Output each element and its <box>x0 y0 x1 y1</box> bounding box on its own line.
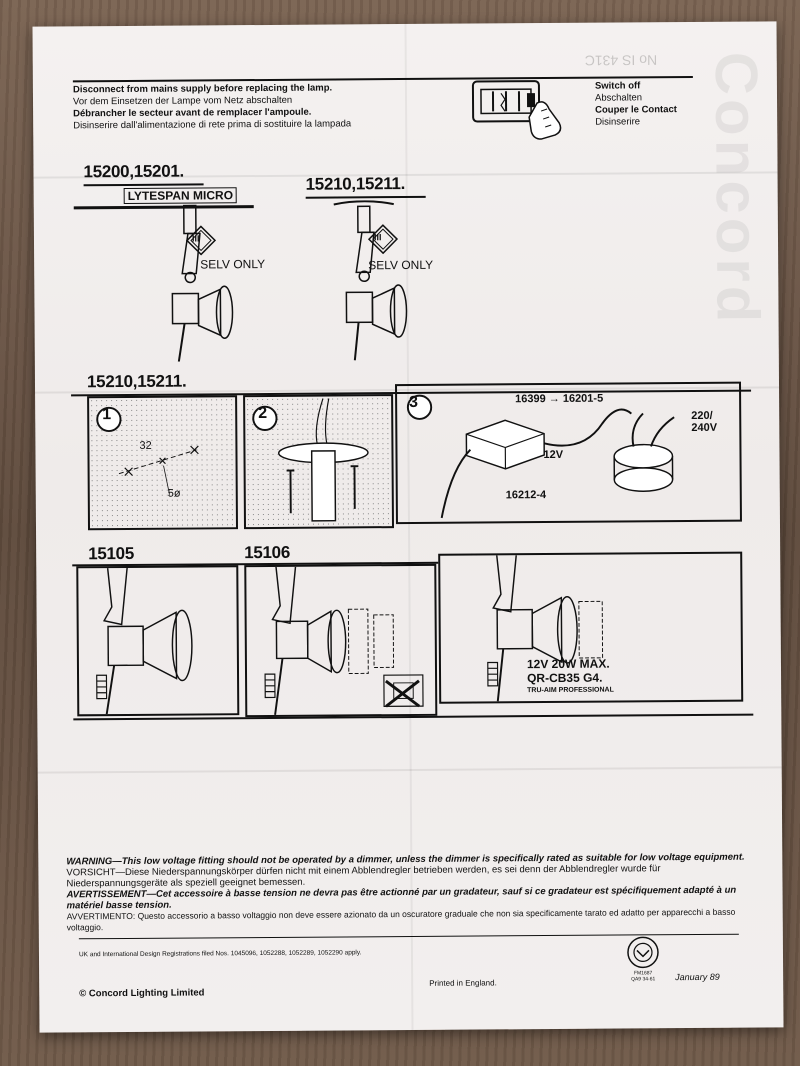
lamp-fitted-illustration <box>487 555 604 702</box>
disconnect-warning: Disconnect from mains supply before repl… <box>73 81 493 132</box>
switch-fr: Couper le Contact <box>595 104 677 116</box>
copyright: © Concord Lighting Limited <box>79 987 205 1000</box>
lamp-panel-1 <box>76 565 240 717</box>
step-1-number: 1 <box>102 406 112 424</box>
step-2-panel <box>243 394 395 530</box>
design-registrations: UK and International Design Registration… <box>78 949 362 959</box>
spotlight-track-illustration <box>171 204 234 362</box>
class-iii-symbol <box>185 225 217 256</box>
step-3-number: 3 <box>409 393 419 411</box>
step-1-panel <box>87 395 239 531</box>
switch-en: Switch off <box>594 80 641 92</box>
step-1-hole-size: 5ø <box>167 487 181 500</box>
lamp-spec-type: QR-CB35 G4. <box>527 670 603 686</box>
spotlight-ceiling-illustration <box>333 200 408 361</box>
lamp-panel-3 <box>438 551 744 704</box>
ghost-watermark-logo: Concord <box>702 51 772 327</box>
class-iii-label: III <box>191 233 200 244</box>
left-model-number: 15200,15201. <box>83 161 184 182</box>
switch-off-text: Switch off Abschalten Couper le Contact … <box>595 80 677 129</box>
left-model-rule <box>83 183 204 187</box>
lamp-model-b: 15106 <box>244 542 291 563</box>
install-model-number: 15210,15211. <box>86 371 187 392</box>
lamp-panel-2 <box>244 563 438 718</box>
mounting-screws-diagram <box>252 398 369 522</box>
disconnect-it: Disinserire dall'alimentazione di rete p… <box>73 118 352 132</box>
dimmer-warnings: WARNING—This low voltage fitting should … <box>66 852 747 934</box>
step-1-dimension: 32 <box>139 439 152 452</box>
lamp-spec-rating: 12V 20W MAX. <box>526 656 610 672</box>
transformer-part-numbers: 16399 → 16201-5 <box>515 392 604 406</box>
lamp-holder-illustration <box>96 567 193 715</box>
print-date: January 89 <box>675 971 720 983</box>
wiring-diagram <box>406 394 675 519</box>
class-iii-symbol <box>367 224 399 255</box>
step-2-number: 2 <box>258 404 268 423</box>
drill-hole-diagram <box>96 406 199 495</box>
bsi-certification-logo <box>627 936 659 969</box>
top-code: No IS 431C <box>584 52 658 69</box>
right-model-number: 15210,15211. <box>305 174 406 194</box>
instruction-sheet: Concord No IS 431C Disconnect from mains… <box>32 21 784 1033</box>
switch-de: Abschalten <box>594 92 643 104</box>
switch-off-icon <box>471 79 581 142</box>
warning-it: AVVERTIMENTO: Questo accessorio a basso … <box>66 906 736 933</box>
low-voltage-label: 12V <box>543 448 564 462</box>
certification-code: FM1687 QA9 34-61 <box>631 970 656 983</box>
lamp-model-a: 15105 <box>88 543 135 564</box>
left-selv-only: SELV ONLY <box>200 256 266 272</box>
printed-in: Printed in England. <box>429 978 497 988</box>
step-3-panel <box>395 381 742 525</box>
switch-it: Disinserire <box>595 116 641 128</box>
class-iii-label: III <box>373 232 382 243</box>
lamp-removal-illustration <box>264 566 424 716</box>
lamp-brand: TRU-AIM PROFESSIONAL <box>527 686 614 695</box>
connector-part-number: 16212-4 <box>505 489 547 502</box>
mains-voltage: 220/ 240V <box>691 409 718 435</box>
right-selv-only: SELV ONLY <box>368 257 434 273</box>
